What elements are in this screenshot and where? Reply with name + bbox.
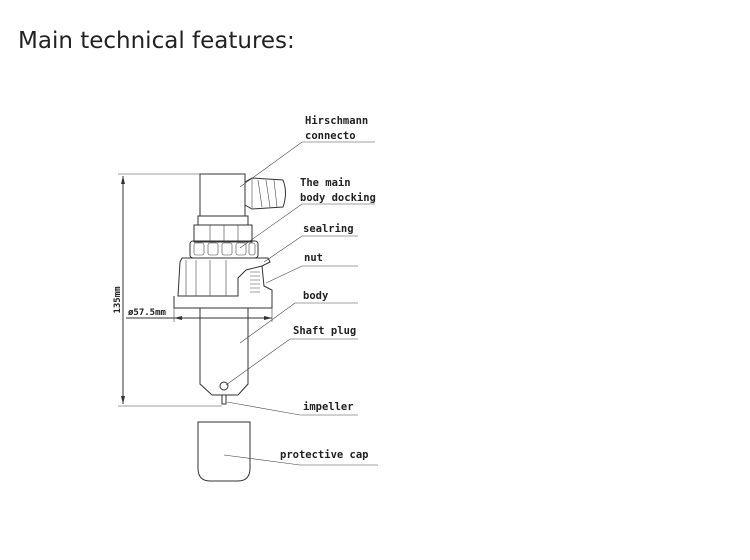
diameter-dimension-label: ø57.5mm: [128, 308, 167, 318]
nut: [177, 257, 273, 298]
svg-text:impeller: impeller: [303, 401, 354, 413]
label-main-body-docking: The main body docking: [239, 177, 376, 249]
label-shaft-plug: Shaft plug: [225, 325, 358, 386]
svg-text:sealring: sealring: [303, 223, 354, 235]
label-impeller: impeller: [226, 401, 358, 416]
main-body-docking: [193, 215, 253, 243]
label-body: body: [239, 290, 358, 344]
svg-text:protective cap: protective cap: [280, 449, 369, 461]
svg-text:body docking: body docking: [300, 192, 376, 204]
svg-text:connecto: connecto: [305, 130, 356, 142]
sealring: [189, 240, 259, 259]
svg-text:body: body: [303, 290, 329, 302]
svg-text:nut: nut: [304, 252, 323, 264]
svg-text:Hirschmann: Hirschmann: [305, 115, 368, 127]
svg-text:Shaft plug: Shaft plug: [293, 325, 356, 337]
page-title: Main technical features:: [18, 28, 295, 54]
height-dimension: 135mm: [113, 173, 222, 407]
diameter-dimension: ø57.5mm: [126, 308, 273, 322]
label-protective-cap: protective cap: [223, 449, 378, 466]
body-shaft: [199, 308, 249, 405]
flange: [173, 296, 273, 309]
hirschmann-connector: [199, 173, 286, 217]
label-sealring: sealring: [263, 223, 358, 263]
protective-cap: [197, 421, 251, 482]
label-nut: nut: [265, 252, 358, 284]
height-dimension-label: 135mm: [113, 286, 123, 314]
svg-text:The main: The main: [300, 177, 351, 189]
label-hirschmann-connector: Hirschmann connecto: [239, 115, 375, 188]
